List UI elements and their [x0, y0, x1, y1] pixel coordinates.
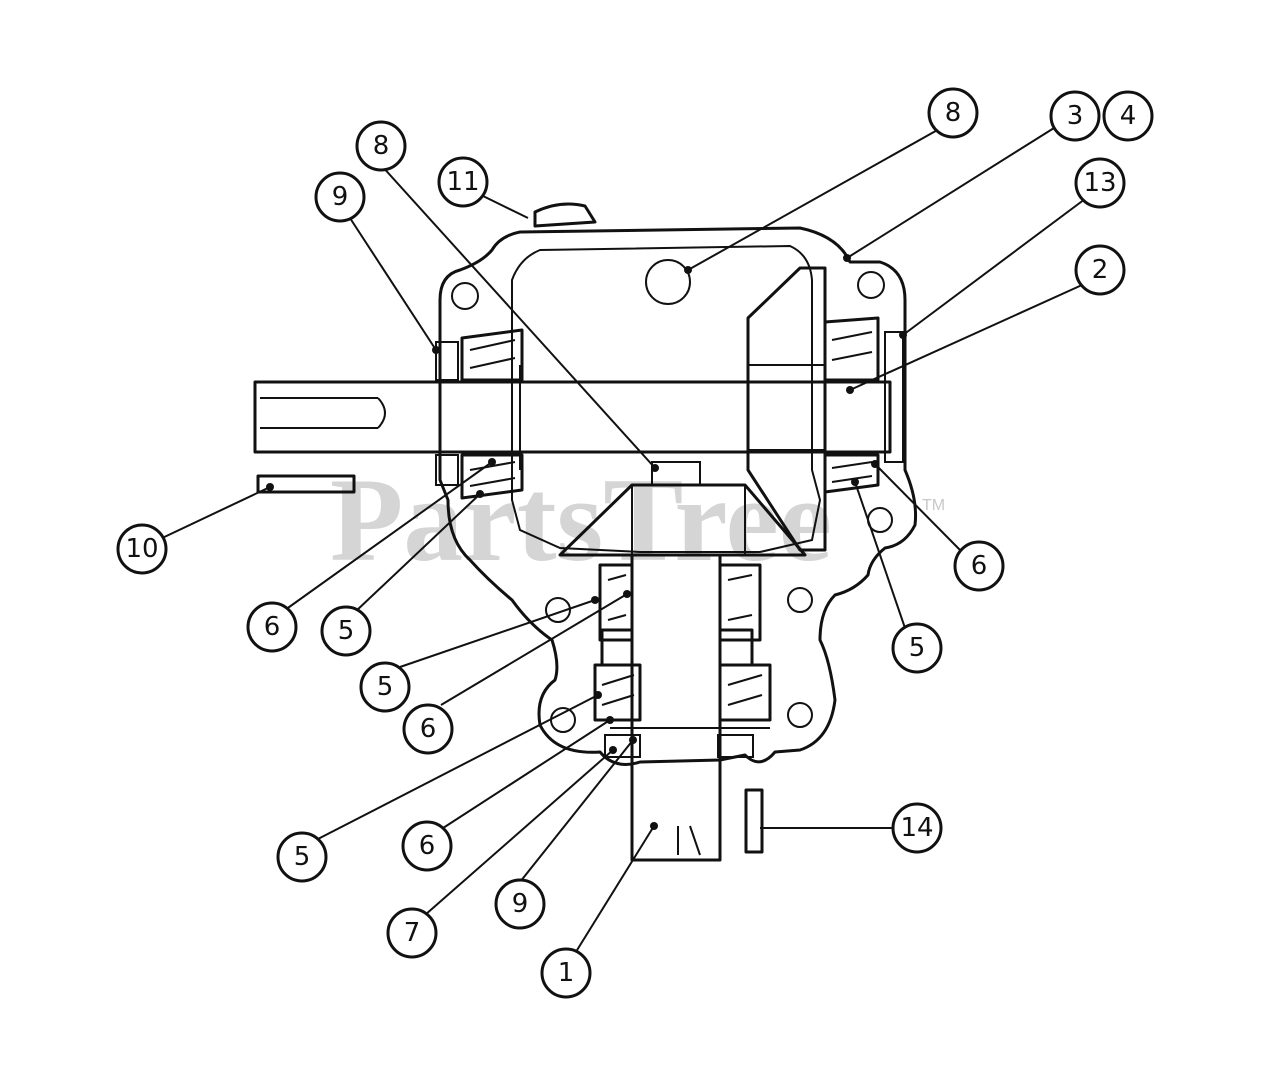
callout-5d-label: 5: [294, 842, 311, 872]
callout-4: 4: [1102, 90, 1154, 142]
callout-6c: 6: [402, 703, 454, 755]
callout-3-label: 3: [1067, 101, 1084, 131]
callout-6d: 6: [401, 820, 453, 872]
leader-lines: [157, 127, 1086, 956]
callout-14: 14: [891, 802, 943, 854]
callout-3: 3: [1049, 90, 1101, 142]
callout-6d-label: 6: [419, 831, 436, 861]
callout-7-label: 7: [404, 918, 421, 948]
key-14-shape: [744, 788, 764, 854]
bevel-gear-right: [746, 266, 827, 552]
callout-5c: 5: [359, 661, 411, 713]
callout-5b: 5: [891, 622, 943, 674]
input-shaft: [253, 365, 892, 470]
callout-5c-label: 5: [377, 672, 394, 702]
callout-5a-label: 5: [338, 616, 355, 646]
callout-9a: 9: [314, 171, 366, 223]
callout-11-label: 11: [446, 167, 479, 197]
callout-10: 10: [116, 523, 168, 575]
callout-6b: 6: [953, 540, 1005, 592]
callout-4-label: 4: [1120, 101, 1137, 131]
leader-dots: [266, 254, 907, 830]
callout-6a: 6: [246, 601, 298, 653]
callout-7: 7: [386, 907, 438, 959]
callout-8a: 8: [355, 120, 407, 172]
callout-9a-label: 9: [332, 182, 349, 212]
callout-8a-label: 8: [373, 131, 390, 161]
callout-8b-label: 8: [945, 98, 962, 128]
output-shaft: [593, 553, 772, 862]
callout-9b: 9: [494, 878, 546, 930]
key-10-shape: [256, 474, 356, 494]
bevel-gear-pinion: [558, 461, 807, 557]
callout-2: 2: [1074, 244, 1126, 296]
callout-5b-label: 5: [909, 633, 926, 663]
callout-14-label: 14: [900, 813, 933, 843]
callout-6c-label: 6: [420, 714, 437, 744]
callout-13-label: 13: [1083, 168, 1116, 198]
callout-6a-label: 6: [264, 612, 281, 642]
callout-1: 1: [540, 947, 592, 999]
callout-1-label: 1: [558, 958, 575, 988]
callout-5a: 5: [320, 605, 372, 657]
callout-5d: 5: [276, 831, 328, 883]
callout-9b-label: 9: [512, 889, 529, 919]
callout-13: 13: [1074, 157, 1126, 209]
callout-2-label: 2: [1092, 255, 1109, 285]
callout-10-label: 10: [125, 534, 158, 564]
gearbox-housing: [438, 202, 917, 766]
callout-8b: 8: [927, 87, 979, 139]
callout-6b-label: 6: [971, 551, 988, 581]
callout-11: 11: [437, 156, 489, 208]
watermark-trademark: TM: [922, 497, 945, 514]
